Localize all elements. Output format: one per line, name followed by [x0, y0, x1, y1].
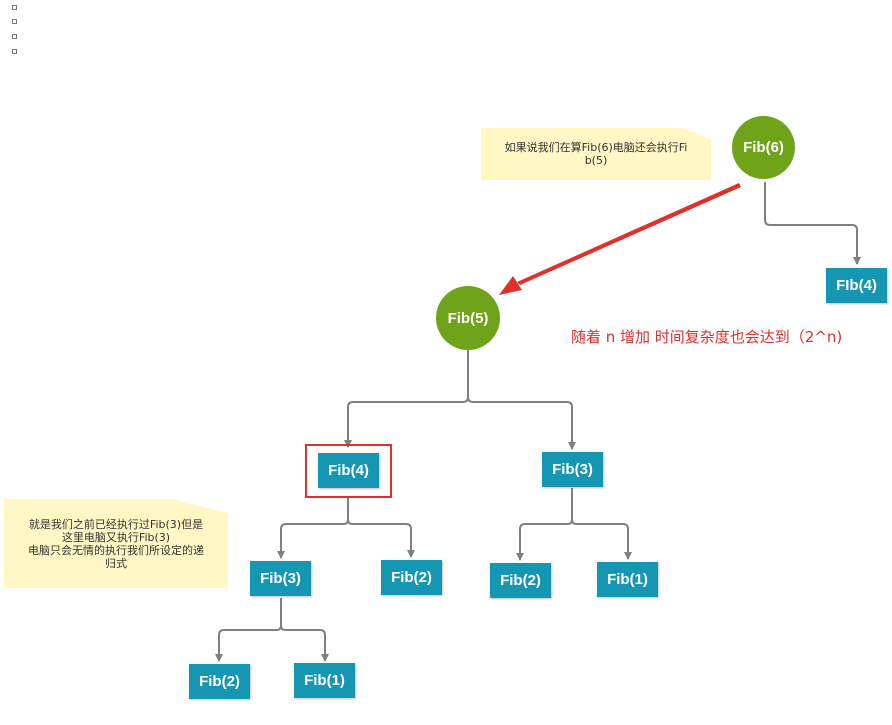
sticky-note-left-text: 就是我们之前已经执行过Fib(3)但是 这里电脑又执行Fib(3) 电脑只会无情…: [28, 517, 204, 570]
sticky-note-top: 如果说我们在算Fib(6)电脑还会执行Fi b(5): [481, 128, 711, 180]
list-marker: [12, 19, 17, 24]
list-marker: [12, 5, 17, 10]
node-fib4-right: FIb(4): [826, 268, 887, 303]
sticky-note-top-text: 如果说我们在算Fib(6)电脑还会执行Fi b(5): [504, 141, 688, 167]
edge-fib4-fib2: [347, 519, 415, 558]
node-fib2-bottom: Fib(2): [189, 664, 250, 699]
edge-fib5-fib4: [344, 350, 469, 448]
complexity-annotation: 随着 n 增加 时间复杂度也会达到（2^n): [571, 328, 843, 346]
node-fib4-left: Fib(4): [318, 453, 379, 488]
edge-fib3-fib2-bottom: [215, 598, 282, 662]
node-fib3-left: Fib(3): [250, 561, 311, 596]
node-fib2-mid: Fib(2): [381, 560, 442, 595]
node-fib1-bottom: Fib(1): [294, 663, 355, 698]
edge-fib3-fib1: [571, 519, 632, 560]
node-fib2-right: Fib(2): [490, 563, 551, 598]
node-fib6: Fib(6): [732, 116, 795, 179]
sticky-note-left: 就是我们之前已经执行过Fib(3)但是 这里电脑又执行Fib(3) 电脑只会无情…: [4, 499, 228, 588]
edge-fib6-fib4: [764, 182, 861, 265]
highlight-box: [305, 444, 392, 498]
edge-fib3-fib2: [516, 488, 573, 561]
node-fib3-right: Fib(3): [542, 452, 603, 487]
edge-fib3-fib1-bottom: [280, 625, 329, 662]
edge-fib5-fib3: [467, 396, 576, 450]
edge-fib4-fib3: [277, 498, 349, 559]
red-arrow: [499, 183, 741, 295]
node-fib1-right: Fib(1): [597, 562, 658, 597]
list-marker: [12, 34, 17, 39]
list-marker: [12, 49, 17, 54]
node-fib5: Fib(5): [436, 286, 500, 350]
